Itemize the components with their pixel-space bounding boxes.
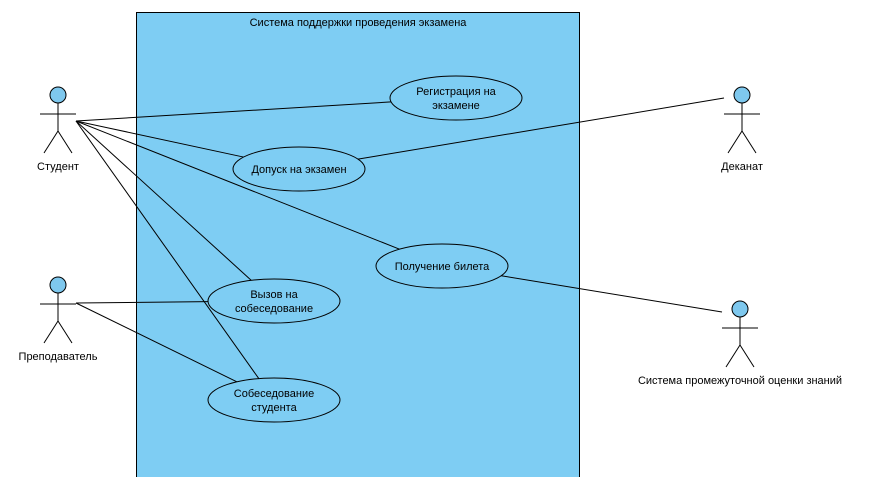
system-boundary [136, 12, 580, 477]
actor-label: Преподаватель [19, 351, 98, 363]
actor-figure-icon [40, 276, 76, 344]
actor-figure-icon [40, 86, 76, 154]
use-case-ticket[interactable]: Получение билета [375, 243, 509, 289]
use-case-label: собеседование [235, 303, 313, 315]
use-case-label: Вызов на [250, 289, 298, 301]
actor-deanery[interactable]: Деканат [721, 86, 763, 173]
use-case-interview_call[interactable]: Вызов на собеседование [207, 278, 341, 324]
actor-figure-icon [722, 300, 758, 368]
use-case-label: экзамене [432, 100, 480, 112]
actor-label: Система промежуточной оценки знаний [638, 375, 842, 387]
association-student-interview_call [75, 120, 252, 281]
association-teacher-interview [75, 302, 238, 383]
actor-assessment[interactable]: Система промежуточной оценки знаний [638, 300, 842, 387]
use-case-ellipse [207, 377, 341, 423]
actor-label: Деканат [721, 161, 763, 173]
system-title: Система поддержки проведения экзамена [250, 17, 468, 29]
use-case-registration[interactable]: Регистрация на экзамене [389, 75, 523, 121]
use-case-ellipse [232, 146, 366, 192]
use-case-ellipse [389, 75, 523, 121]
use-case-label: Допуск на экзамен [251, 164, 346, 176]
association-student-registration [75, 101, 392, 122]
use-case-label: Получение билета [395, 261, 490, 273]
association-student-ticket [75, 120, 400, 250]
association-assessment-ticket [501, 275, 723, 313]
use-case-label: Регистрация на [416, 86, 496, 98]
use-case-label: студента [251, 402, 297, 414]
use-case-label: Собеседование [234, 388, 314, 400]
association-student-interview [75, 120, 260, 379]
use-case-ellipse [207, 278, 341, 324]
actor-student[interactable]: Студент [37, 86, 79, 173]
association-deanery-admission [357, 97, 725, 160]
use-case-interview[interactable]: Собеседование студента [207, 377, 341, 423]
actor-label: Студент [37, 161, 79, 173]
use-case-admission[interactable]: Допуск на экзамен [232, 146, 366, 192]
actor-teacher[interactable]: Преподаватель [19, 276, 98, 363]
use-case-ellipse [375, 243, 509, 289]
association-student-admission [75, 120, 244, 158]
association-teacher-interview_call [75, 301, 209, 304]
associations [75, 97, 725, 383]
actor-figure-icon [724, 86, 760, 154]
